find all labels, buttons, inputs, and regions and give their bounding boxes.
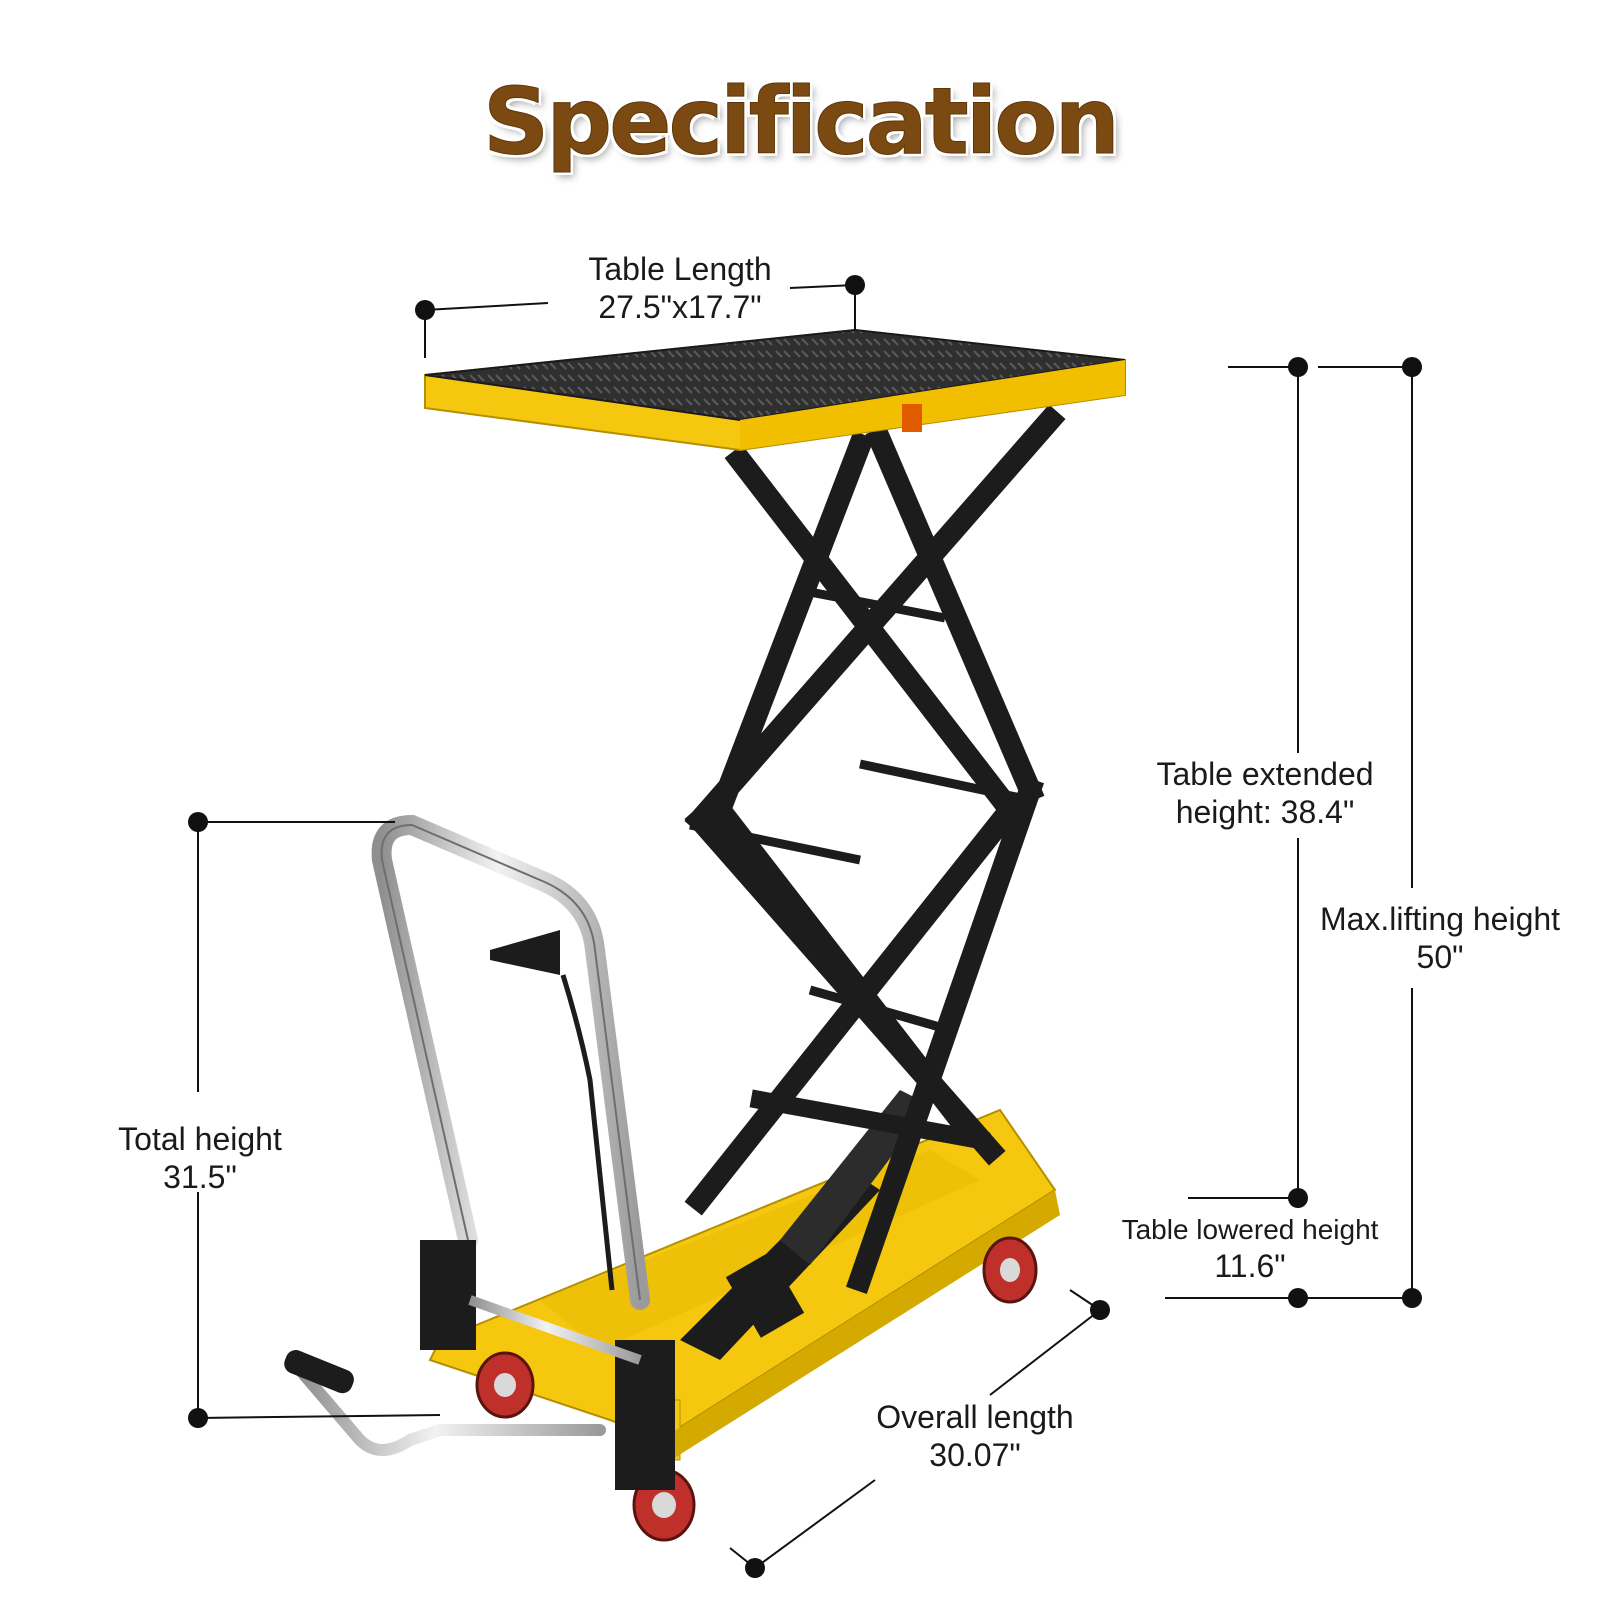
dimension-dot: [1288, 1288, 1308, 1308]
dimension-dot: [1288, 357, 1308, 377]
total-height-value: 31.5": [163, 1159, 237, 1195]
push-handle: [371, 814, 675, 1490]
table-extended-height-label: Table extended height: 38.4": [1140, 755, 1390, 831]
max-lifting-height-label: Max.lifting height 50": [1300, 900, 1580, 976]
table-lowered-height-value: 11.6": [1214, 1248, 1286, 1284]
release-lever: [490, 930, 560, 975]
table-lowered-height-title: Table lowered height: [1121, 1214, 1379, 1245]
max-lifting-height-title: Max.lifting height: [1319, 901, 1561, 937]
table-extended-height-title: Table extended: [1156, 756, 1374, 792]
scissor-crossbars: [689, 587, 1031, 1035]
max-lifting-height-value: 50": [1416, 939, 1464, 975]
dimension-dot: [1402, 1288, 1422, 1308]
dimension-dot: [1090, 1300, 1110, 1320]
table-length-value: 27.5"x17.7": [598, 289, 762, 325]
release-cable: [560, 974, 615, 1291]
dimension-dot: [188, 812, 208, 832]
table-length-label: Table Length 27.5"x17.7": [560, 250, 800, 326]
overall-length-title: Overall length: [876, 1399, 1074, 1435]
page-title: Specification: [483, 68, 1121, 176]
wheel-front-right: [982, 1236, 1038, 1304]
total-height-title: Total height: [118, 1121, 282, 1157]
platform-table: [424, 251, 1126, 452]
table-extended-height-value: height: 38.4": [1175, 794, 1355, 830]
total-height-label: Total height 31.5": [95, 1120, 305, 1196]
dimension-dot: [1288, 1188, 1308, 1208]
dimension-dot: [745, 1558, 765, 1578]
dimension-dot: [415, 300, 435, 320]
wheel-rear-left: [475, 1351, 535, 1419]
hydraulic-cylinder: [680, 1090, 930, 1360]
dimension-dot: [188, 1408, 208, 1428]
overall-length-value: 30.07": [929, 1437, 1021, 1473]
table-length-title: Table Length: [588, 251, 772, 287]
scissor-arms: [684, 404, 1066, 1294]
dimension-dot: [845, 275, 865, 295]
foot-pedal: [284, 1350, 606, 1456]
dimension-dot: [1402, 357, 1422, 377]
dimension-endpoints: [188, 275, 1422, 1578]
table-lowered-height-label: Table lowered height 11.6": [1110, 1212, 1390, 1284]
overall-length-label: Overall length 30.07": [860, 1398, 1090, 1474]
